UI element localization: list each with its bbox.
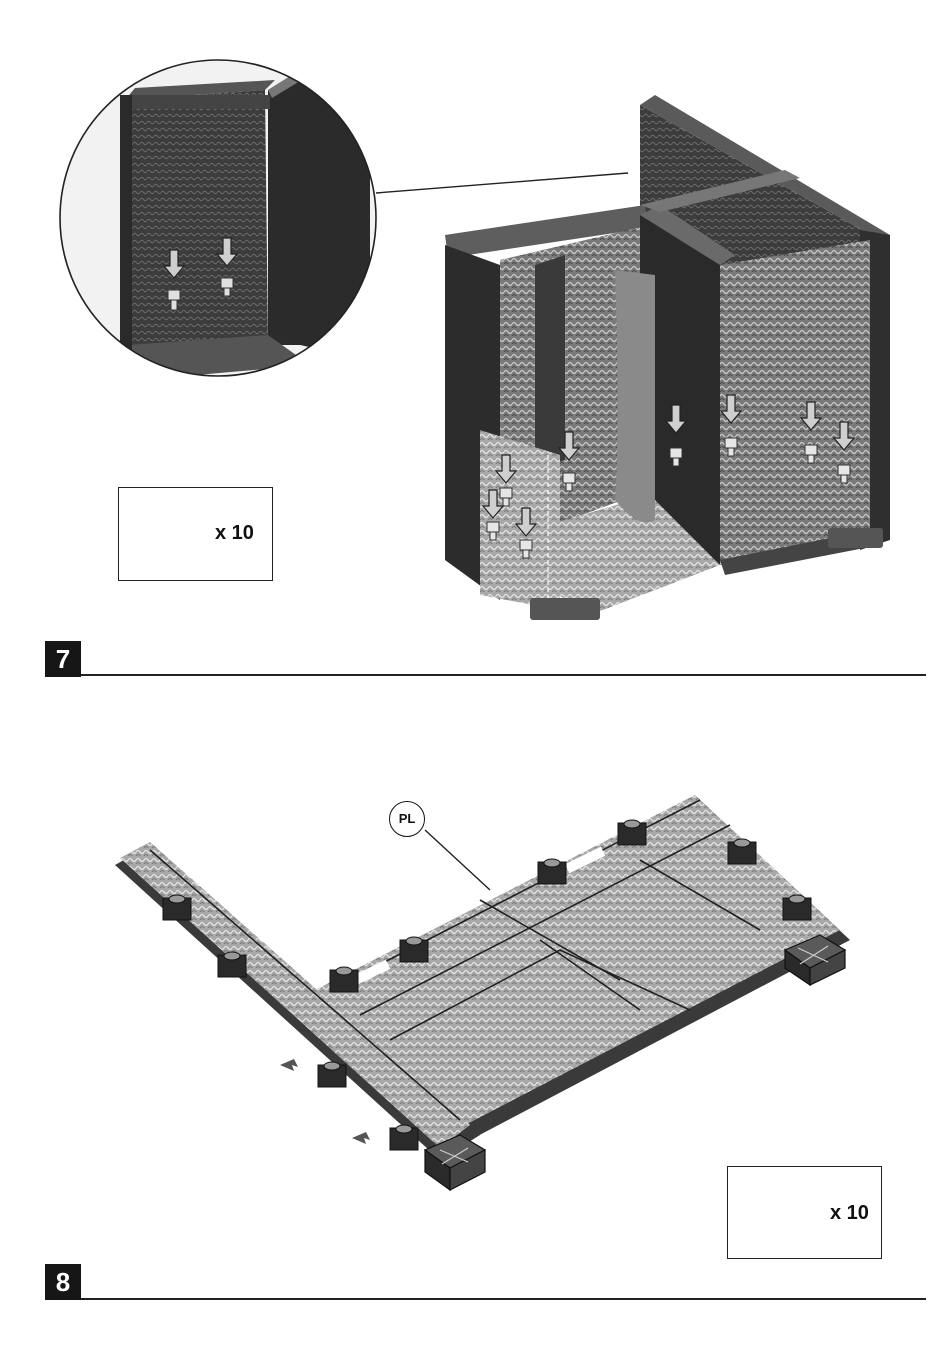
callout-pl: PL — [389, 801, 425, 837]
step-divider-7 — [81, 674, 926, 676]
step-number-7: 7 — [45, 641, 81, 677]
parts-quantity-step-7: x 10 — [215, 522, 254, 545]
step-number-8: 8 — [45, 1264, 81, 1300]
parts-quantity-step-8: x 10 — [830, 1202, 869, 1225]
step-divider-8 — [81, 1298, 926, 1300]
base-panel-pl — [115, 795, 850, 1190]
callout-pl-label: PL — [399, 811, 416, 826]
partially-assembled-box — [445, 95, 890, 620]
